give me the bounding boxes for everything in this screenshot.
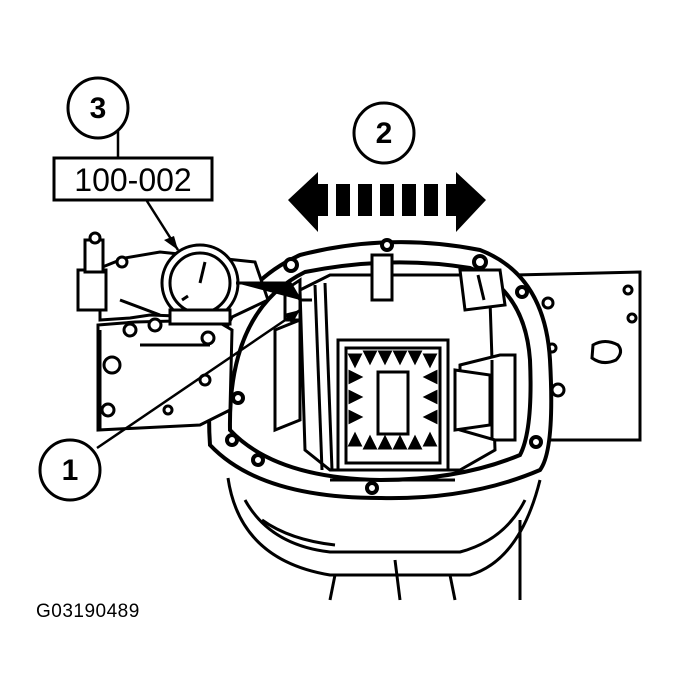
leader-arrowhead [284,310,300,324]
lower-housing [226,477,542,601]
callout-2: 2 [352,101,416,165]
leader-arrowhead [164,236,178,250]
figure-id: G03190489 [36,601,140,622]
callout-3: 3 [66,76,130,140]
callout-1-label: 1 [62,454,79,487]
double-arrow-icon [288,172,486,232]
dial-indicator [160,243,312,326]
callout-2-label: 2 [376,117,393,150]
tool-number-box: 100-002 [52,156,214,202]
ring-gear [330,338,455,482]
tool-number-label: 100-002 [74,162,191,198]
callout-3-label: 3 [90,92,107,125]
callout-1: 1 [38,438,102,502]
bearing-cap [453,353,517,442]
